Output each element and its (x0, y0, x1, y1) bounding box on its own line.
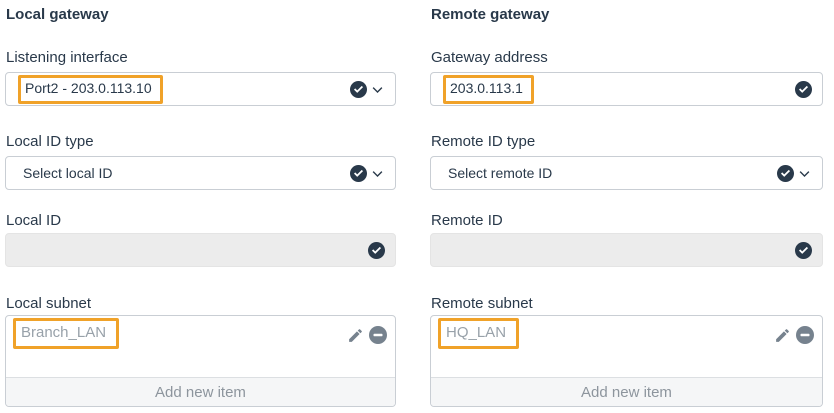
check-circle-icon (368, 241, 385, 259)
remote-gateway-heading: Remote gateway (431, 6, 550, 23)
local-gateway-section: Local gateway Listening interface Port2 … (5, 0, 396, 407)
list-item: HQ_LAN (431, 316, 822, 349)
check-circle-icon (777, 164, 794, 182)
remote-gateway-section: Remote gateway Gateway address 203.0.113… (430, 0, 823, 407)
pencil-icon[interactable] (774, 327, 791, 344)
gateway-address-label: Gateway address (431, 49, 548, 66)
add-new-item-button[interactable]: Add new item (431, 377, 822, 406)
chevron-down-icon[interactable] (370, 82, 385, 97)
check-circle-icon (795, 241, 812, 259)
local-subnet-list: Branch_LAN Add new item (5, 315, 396, 407)
local-subnet-item: Branch_LAN (21, 324, 107, 341)
check-circle-icon (350, 80, 367, 98)
listening-interface-label: Listening interface (6, 49, 128, 66)
pencil-icon[interactable] (347, 327, 364, 344)
list-item: Branch_LAN (6, 316, 395, 349)
annotation-highlight: Branch_LAN (13, 318, 120, 349)
minus-circle-icon[interactable] (796, 326, 814, 344)
local-id-type-select[interactable]: Select local ID (5, 156, 396, 190)
add-new-item-button[interactable]: Add new item (6, 377, 395, 406)
remote-id-type-value: Select remote ID (448, 165, 553, 181)
check-circle-icon (795, 80, 812, 98)
gateway-address-value: 203.0.113.1 (450, 79, 523, 96)
local-id-label: Local ID (6, 212, 62, 229)
gateway-address-input[interactable]: 203.0.113.1 (430, 72, 823, 106)
remote-id-type-label: Remote ID type (431, 133, 536, 150)
subnet-list-empty-area (6, 349, 395, 377)
check-circle-icon (350, 164, 367, 182)
minus-circle-icon[interactable] (369, 326, 387, 344)
local-id-type-label: Local ID type (6, 133, 94, 150)
remote-id-field (430, 233, 823, 267)
chevron-down-icon[interactable] (797, 166, 812, 181)
local-subnet-label: Local subnet (6, 295, 92, 312)
remote-subnet-list: HQ_LAN Add new item (430, 315, 823, 407)
annotation-highlight: 203.0.113.1 (443, 74, 534, 104)
annotation-highlight: Port2 - 203.0.113.10 (18, 74, 163, 104)
subnet-list-empty-area (431, 349, 822, 377)
local-id-type-value: Select local ID (23, 165, 113, 181)
annotation-highlight: HQ_LAN (438, 318, 520, 349)
remote-subnet-label: Remote subnet (431, 295, 533, 312)
local-gateway-heading: Local gateway (6, 6, 109, 23)
chevron-down-icon[interactable] (370, 166, 385, 181)
remote-subnet-item: HQ_LAN (446, 324, 507, 341)
local-id-field (5, 233, 396, 267)
listening-interface-value: Port2 - 203.0.113.10 (25, 79, 152, 96)
remote-id-type-select[interactable]: Select remote ID (430, 156, 823, 190)
remote-id-label: Remote ID (431, 212, 503, 229)
listening-interface-select[interactable]: Port2 - 203.0.113.10 (5, 72, 396, 106)
